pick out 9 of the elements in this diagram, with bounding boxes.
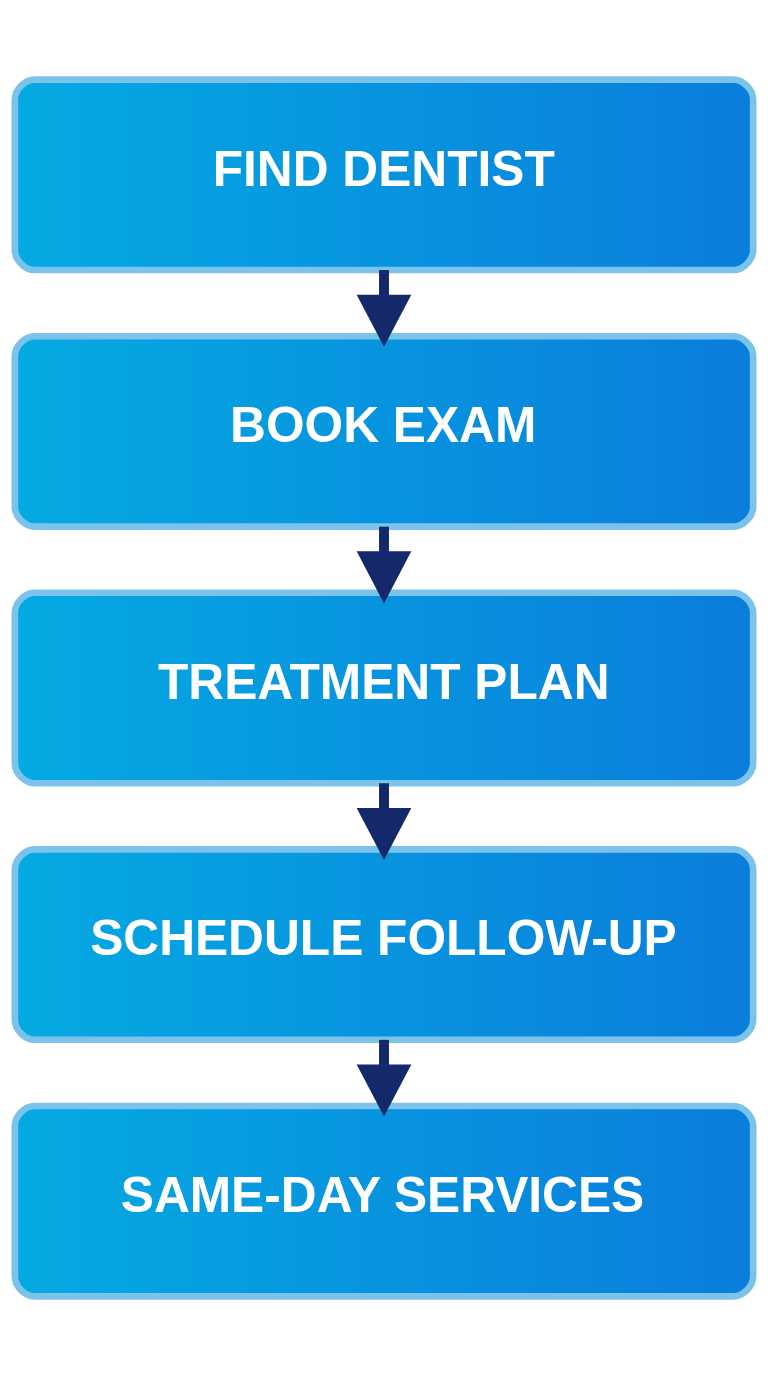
arrow: [356, 783, 412, 860]
arrow: [356, 526, 412, 604]
node-box: SCHEDULE FOLLOW-UP: [11, 846, 757, 1044]
node-box: TREATMENT PLAN: [11, 589, 757, 787]
node-box: FIND DENTIST: [11, 76, 757, 274]
arrow: [356, 1039, 412, 1117]
arrow: [356, 270, 412, 347]
node-box: BOOK EXAM: [11, 332, 757, 530]
node-box: SAME-DAY SERVICES: [11, 1102, 757, 1300]
